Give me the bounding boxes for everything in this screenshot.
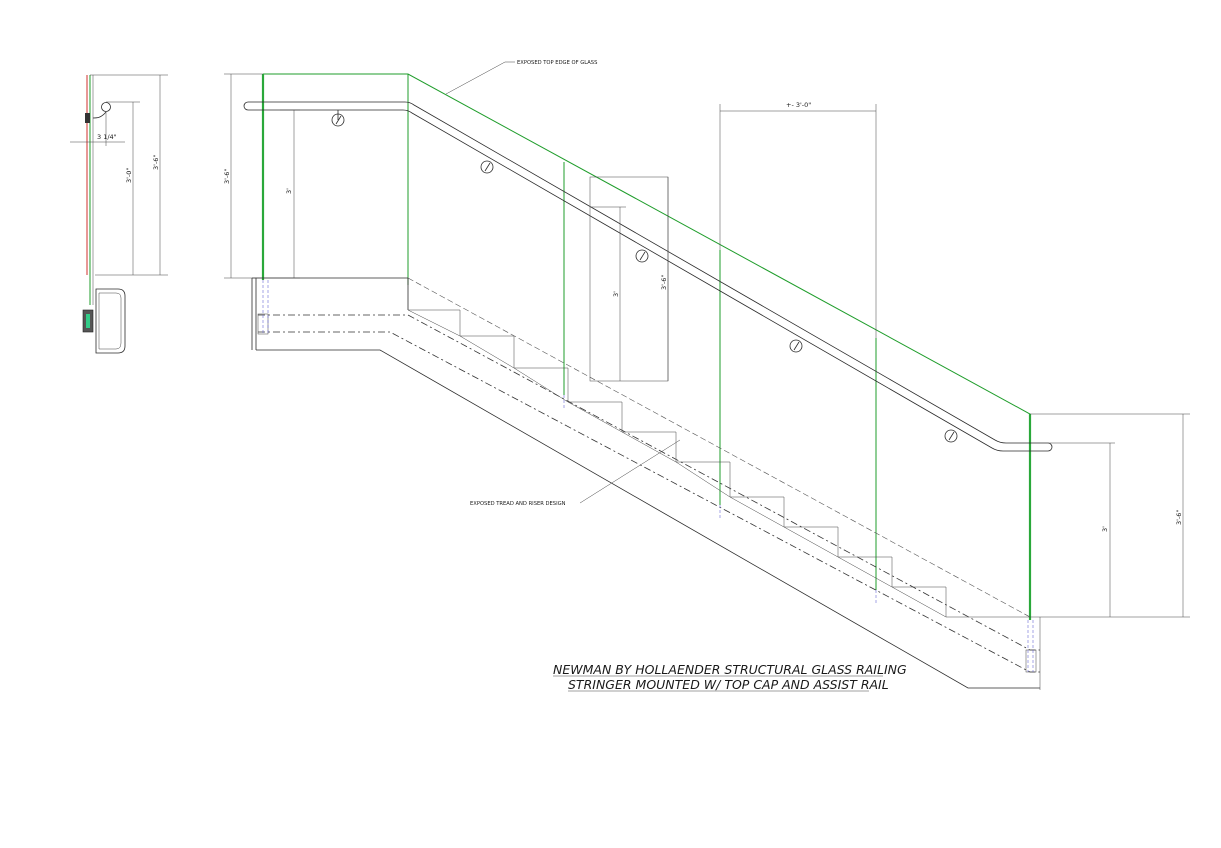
handrail-end-right (1047, 442, 1053, 452)
mid-total-dim: 3'-6" (660, 275, 668, 290)
right-rail-dim: 3' (1101, 526, 1109, 532)
glass-base-gasket (86, 314, 90, 328)
drawing-title-line-1: NEWMAN BY HOLLAENDER STRUCTURAL GLASS RA… (553, 662, 907, 677)
handrail-bracket-4 (789, 339, 803, 353)
drawing-title-block: NEWMAN BY HOLLAENDER STRUCTURAL GLASS RA… (553, 662, 907, 692)
tread-nosing-line (407, 309, 947, 618)
handrail-bracket-1 (331, 110, 345, 127)
stair-elevation-view: 3'-6" 3' 3' 3'-6" +- 3'-0" 3' 3'-6" EXPO… (223, 60, 1190, 690)
left-rail-dim: 3' (285, 188, 293, 194)
stringer-top-line (258, 314, 1040, 651)
handrail-bracket-3 (635, 249, 649, 263)
upper-landing (252, 277, 409, 310)
left-total-dim: 3'-6" (223, 169, 231, 184)
mid-dimension-box (589, 176, 669, 382)
tread-riser-profile (408, 309, 1041, 690)
bracket-clamp (85, 113, 90, 123)
drawing-title-line-2: STRINGER MOUNTED W/ TOP CAP AND ASSIST R… (568, 677, 889, 692)
stringer-channel (95, 288, 126, 354)
side-rail-dim: 3'-0" (125, 168, 133, 183)
mid-rail-dim: 3' (612, 291, 620, 297)
glass-edge-leader (445, 61, 515, 95)
glass-edge-note: EXPOSED TOP EDGE OF GLASS (517, 60, 597, 66)
side-total-dim: 3'-6" (152, 155, 160, 170)
tread-riser-note: EXPOSED TREAD AND RISER DESIGN (470, 501, 566, 507)
handrail-bracket-5 (944, 429, 958, 443)
assist-handrail-bottom[interactable] (248, 109, 1048, 452)
stringer-channel-inner (98, 292, 122, 350)
side-offset-dim: 3 1/4" (97, 133, 117, 141)
handrail-bracket (92, 111, 107, 119)
handrail-end-left (243, 101, 249, 111)
assist-handrail-top[interactable] (248, 101, 1048, 444)
tread-riser-leader (579, 439, 681, 504)
glass-top-edge (263, 73, 1031, 620)
handrail-section-icon (101, 102, 111, 112)
handrail-bracket-2 (480, 160, 494, 174)
stringer-mid-line (258, 331, 1040, 673)
stair-pitch-line (407, 277, 1031, 618)
panel-width-dim: +- 3'-0" (786, 101, 811, 109)
right-total-dim: 3'-6" (1175, 510, 1183, 525)
side-section-view: 3 1/4" 3'-0" 3'-6" (70, 74, 168, 354)
stringer-bottom-line (256, 349, 1040, 689)
